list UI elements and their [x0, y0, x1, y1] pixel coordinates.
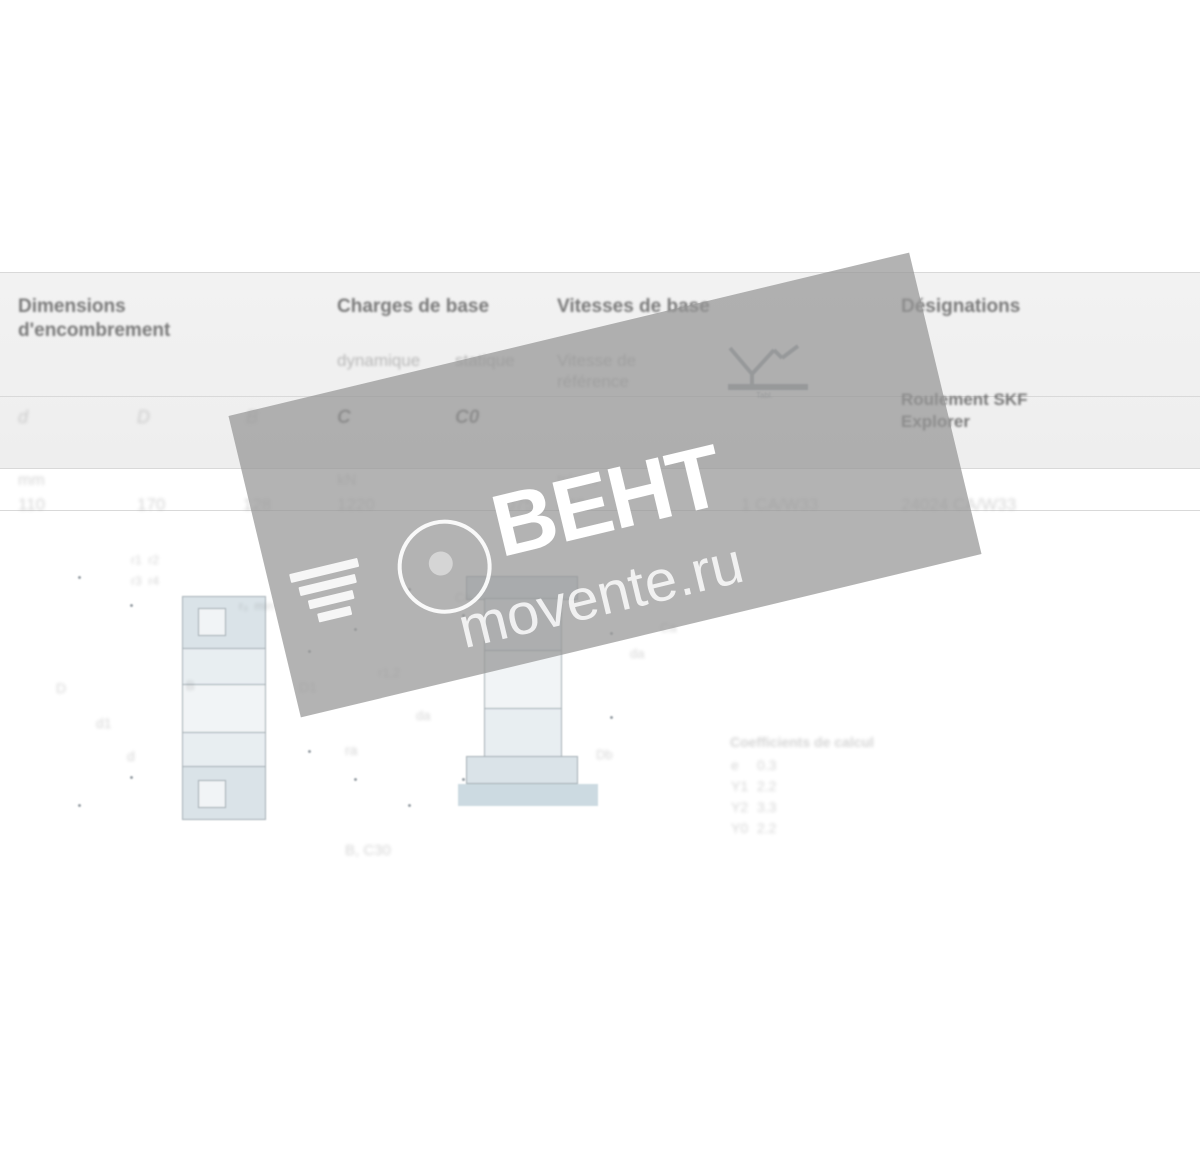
- coefficient-symbol-y1: Y1: [731, 778, 749, 794]
- draw-left-label-r3min: r₃ min: [239, 599, 274, 613]
- coefficient-symbol-y2: Y2: [731, 799, 749, 815]
- table-rule-top: [0, 272, 1200, 273]
- draw-right-label-da2: da: [630, 646, 645, 661]
- coefficient-value-y0: 2.2: [757, 820, 777, 836]
- subheader-dynamic: dynamique: [337, 351, 421, 370]
- draw-left-label-r3r4: r3 r4: [131, 574, 160, 588]
- group-title-dimensions-line2: d'encombrement: [18, 320, 171, 341]
- coefficient-symbol-y0: Y0: [731, 820, 749, 836]
- draw-right-label-db: Db: [596, 747, 613, 762]
- draw-left-label-B: B: [186, 678, 195, 693]
- coefficient-value-y1: 2.2: [757, 778, 777, 794]
- cell-d: 110: [18, 495, 46, 514]
- coefficient-value-y2: 3.3: [757, 799, 777, 815]
- coefficient-value-e: 0.3: [757, 757, 777, 773]
- bearing-section-drawing-left: [70, 534, 400, 844]
- symbol-D: D: [137, 407, 150, 427]
- draw-left-label-d: d: [127, 748, 135, 764]
- draw-right-label-da: da: [416, 708, 431, 723]
- coefficient-symbol-e: e: [731, 757, 739, 773]
- draw-left-label-d1: d1: [96, 715, 112, 731]
- draw-left-label-D: D: [56, 680, 67, 696]
- cell-D: 170: [137, 495, 166, 514]
- unit-mm: mm: [18, 472, 45, 489]
- drawing-caption: B, C30: [345, 842, 391, 859]
- coefficients-title: Coefficients de calcul: [730, 734, 874, 750]
- group-title-loads: Charges de base: [337, 296, 490, 317]
- symbol-d: d: [18, 407, 29, 427]
- draw-left-label-ra: ra: [345, 742, 358, 758]
- draw-left-label-r1r2: r1 r2: [131, 553, 160, 567]
- group-title-designations: Désignations: [901, 296, 1021, 317]
- group-title-dimensions-line1: Dimensions: [18, 296, 126, 317]
